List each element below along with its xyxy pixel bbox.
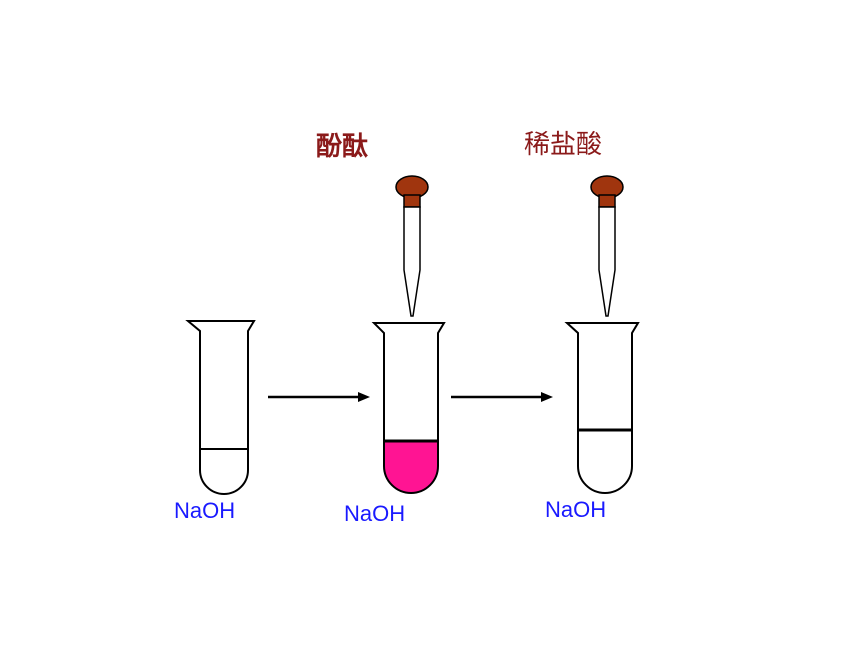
solution-label-3: NaOH — [545, 497, 607, 522]
test-tube-2 — [371, 322, 446, 494]
dropper-2 — [590, 175, 624, 317]
test-tube-3 — [564, 322, 640, 494]
pink-solution — [384, 441, 438, 493]
arrow-2 — [451, 392, 553, 402]
arrow-1 — [268, 392, 370, 402]
phenolphthalein-label: 酚酞 — [316, 132, 369, 162]
solution-label-1: NaOH — [174, 498, 236, 523]
solution-label-2: NaOH — [344, 501, 406, 526]
test-tube-1 — [185, 320, 256, 495]
dilute-hcl-label: 稀盐酸 — [524, 130, 603, 160]
dropper-1 — [395, 175, 429, 317]
